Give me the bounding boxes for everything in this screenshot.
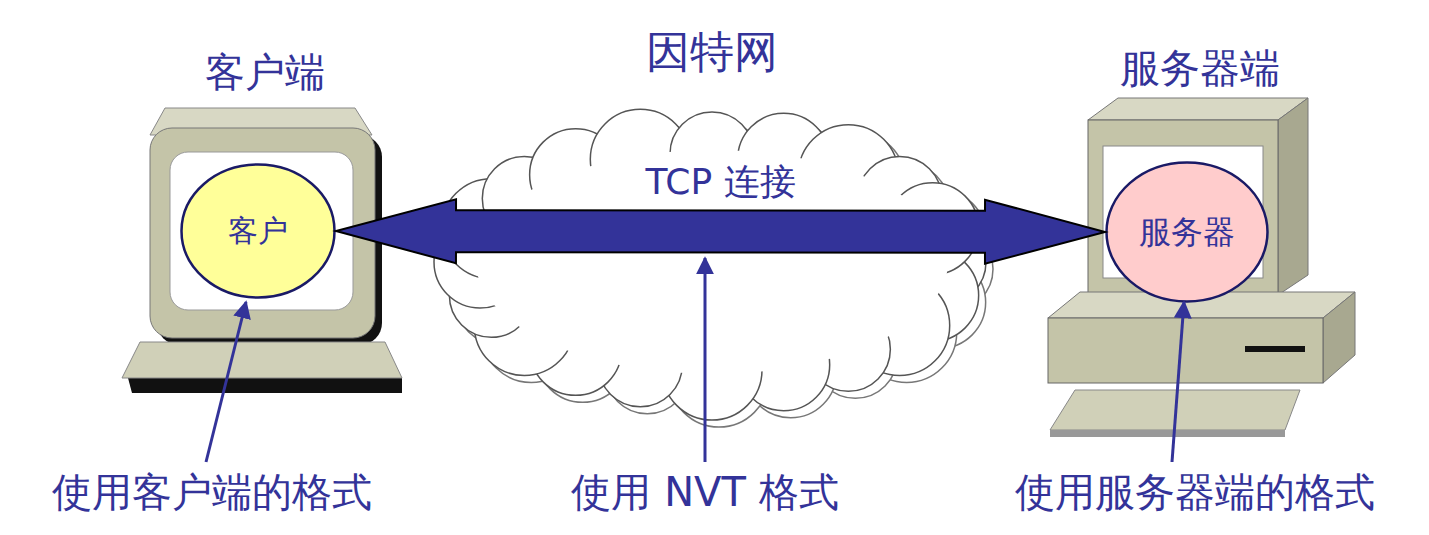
leader-line [206, 302, 246, 462]
cloud-title: 因特网 [646, 26, 778, 79]
cloud-outline [434, 109, 986, 420]
format-note: 使用服务器端的格式 [1015, 468, 1375, 516]
leader-line [704, 258, 707, 462]
process-circle: 服务器 [1105, 161, 1269, 303]
edge-label: TCP 连接 [641, 160, 799, 203]
leader-line [1172, 302, 1184, 462]
circle-label: 客户 [228, 213, 288, 249]
format-note: 使用 NVT 格式 [571, 468, 838, 516]
node-heading: 客户端 [110, 48, 420, 96]
format-note: 使用客户端的格式 [52, 468, 372, 516]
cloud-shadow [441, 116, 993, 427]
computer-node: 客户 客户端 [110, 48, 420, 398]
connection-arrow [336, 199, 1105, 264]
computer-node: 服务器 服务器端 [1030, 44, 1370, 444]
cloud-body [476, 150, 948, 374]
node-heading: 服务器端 [1030, 44, 1370, 92]
circle-label: 服务器 [1139, 213, 1235, 251]
process-circle: 客户 [180, 163, 336, 299]
